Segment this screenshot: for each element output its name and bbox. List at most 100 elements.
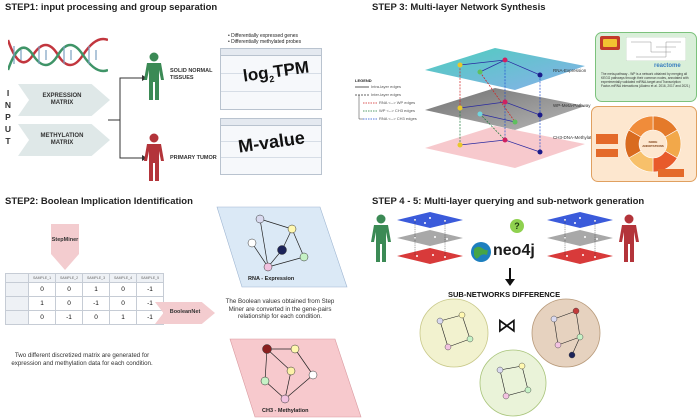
normal-label-l2: TISSUES bbox=[170, 75, 194, 81]
layer-wp-label: WP-Meta-Pathway bbox=[553, 103, 591, 108]
subnetwork-difference bbox=[479, 349, 547, 417]
input-letter: P bbox=[5, 112, 11, 122]
step1-title: STEP1: input processing and group separa… bbox=[5, 2, 218, 13]
primary-tumor-label: PRIMARY TUMOR bbox=[170, 155, 217, 161]
table-cell: 0 bbox=[109, 282, 137, 297]
annotations-donut bbox=[624, 115, 682, 173]
branch-arrows bbox=[108, 75, 147, 161]
table-cell: 0 bbox=[28, 310, 56, 325]
bullet-probes-text: Differentially methylated probes bbox=[231, 39, 302, 45]
diff-bullets: • Differentially expressed genes • Diffe… bbox=[228, 33, 301, 45]
legend-rna-wp: RNA <--> WP edges bbox=[379, 100, 416, 105]
normal-label-l1: SOLID NORMAL bbox=[170, 68, 213, 74]
multilayer-network bbox=[425, 48, 585, 168]
step3-title: STEP 3: Multi-layer Network Synthesis bbox=[372, 2, 546, 13]
table-row: 0 -1 0 1 -1 bbox=[5, 310, 164, 325]
legend-rna-ch3: RNA <--> CH3 edges bbox=[379, 116, 417, 121]
log-prefix: log bbox=[241, 63, 270, 86]
bullet-probes: • Differentially methylated probes bbox=[228, 39, 302, 45]
reactome-logo: reactome bbox=[654, 63, 681, 69]
booleannet-label: BooleanNet bbox=[169, 309, 201, 315]
step45-title: STEP 4 - 5: Multi-layer querying and sub… bbox=[372, 196, 645, 207]
log-suffix: TPM bbox=[272, 57, 311, 82]
stepminer-label: StepMiner bbox=[51, 237, 79, 243]
query-tumor-person-icon bbox=[619, 214, 639, 262]
col-header: SAMPLE_1 bbox=[28, 273, 56, 283]
kegg-logo-icon bbox=[600, 36, 620, 50]
col-header: SAMPLE_5 bbox=[136, 273, 164, 283]
donut-center-label: NODE ANNOTATIONS bbox=[642, 140, 664, 148]
table-cell: -1 bbox=[55, 310, 83, 325]
boolean-matrix: SAMPLE_1 SAMPLE_2 SAMPLE_3 SAMPLE_4 SAMP… bbox=[5, 273, 164, 325]
discretized-matrix-text: Two different discretized matrix are gen… bbox=[11, 352, 153, 367]
step2-title: STEP2: Boolean Implication Identificatio… bbox=[5, 196, 193, 207]
table-cell: 1 bbox=[28, 296, 56, 311]
layer-ch3-label: CH3-DNA-Methylation bbox=[553, 135, 598, 140]
expression-label-l2: MATRIX bbox=[50, 100, 74, 106]
normal-tissue-person-icon bbox=[144, 52, 164, 100]
legend-intra: Intra-layer edges bbox=[371, 84, 402, 89]
table-cell: -1 bbox=[82, 296, 110, 311]
ch3-network-label: CH3 - Methylation bbox=[262, 408, 309, 414]
table-cell: 0 bbox=[109, 296, 137, 311]
primary-tumor-person-icon bbox=[144, 133, 164, 181]
table-row: 0 0 1 0 -1 bbox=[5, 282, 164, 297]
bowtie-join-symbol: ⋈ bbox=[497, 313, 517, 337]
ch3-methylation-network bbox=[229, 338, 362, 418]
expression-label-l1: EXPRESSION bbox=[42, 93, 82, 99]
annotation-box-bottom bbox=[658, 169, 684, 177]
input-letter: T bbox=[5, 136, 11, 146]
meta-pathway-panel: reactome The meta-pathway - WP is a netw… bbox=[595, 32, 697, 102]
neo4j-logo: neo4j bbox=[493, 242, 535, 259]
layer-rna-label: RNA-Expression bbox=[553, 68, 587, 73]
boolean-matrix-header: SAMPLE_1 SAMPLE_2 SAMPLE_3 SAMPLE_4 SAMP… bbox=[5, 273, 164, 283]
dna-helix-icon bbox=[8, 37, 108, 73]
query-multilayer-right bbox=[547, 212, 613, 264]
rna-expression-network bbox=[216, 206, 348, 288]
row-header bbox=[5, 296, 29, 311]
table-cell: 0 bbox=[55, 282, 83, 297]
subnetwork-normal bbox=[419, 298, 489, 368]
methylation-label-l2: MATRIX bbox=[50, 140, 74, 146]
table-cell: 0 bbox=[82, 310, 110, 325]
legend-lines bbox=[355, 86, 377, 120]
node-annotations-panel: NODE ANNOTATIONS bbox=[591, 106, 697, 182]
question-bubble: ? bbox=[510, 219, 524, 233]
row-header bbox=[5, 282, 29, 297]
row-header bbox=[5, 310, 29, 325]
annotation-box-left bbox=[596, 134, 618, 144]
normal-matrix bbox=[220, 48, 322, 110]
down-arrow-icon bbox=[505, 268, 515, 286]
stepminer-arrow-shape bbox=[51, 224, 79, 270]
legend-title: LEGEND bbox=[355, 78, 372, 83]
bullet-genes-text: Differentially expressed genes bbox=[231, 33, 299, 39]
table-cell: -1 bbox=[136, 282, 164, 297]
query-normal-person-icon bbox=[371, 214, 391, 262]
table-cell: 1 bbox=[82, 282, 110, 297]
annotation-box-left2 bbox=[596, 149, 618, 157]
corner-cell bbox=[5, 273, 29, 283]
table-cell: 0 bbox=[28, 282, 56, 297]
legend-wp-ch3: WP <--> CH3 edges bbox=[379, 108, 415, 113]
col-header: SAMPLE_2 bbox=[55, 273, 83, 283]
methylation-label-l1: METHYLATION bbox=[40, 133, 84, 139]
col-header: SAMPLE_3 bbox=[82, 273, 110, 283]
boolean-conversion-text: The Boolean values obtained from Step Mi… bbox=[225, 298, 335, 320]
neo4j-globe-icon bbox=[471, 242, 491, 262]
table-cell: 1 bbox=[109, 310, 137, 325]
input-letter: U bbox=[4, 124, 12, 134]
bullet-genes: • Differentially expressed genes bbox=[228, 33, 299, 39]
meta-pathway-text: The meta-pathway - WP is a network obtai… bbox=[601, 72, 690, 88]
pathway-map-icon bbox=[626, 37, 686, 61]
stepminer-arrow: StepMiner bbox=[48, 224, 82, 270]
input-letter: N bbox=[4, 100, 12, 110]
tumor-matrix bbox=[220, 118, 322, 175]
table-cell: 0 bbox=[55, 296, 83, 311]
table-row: 1 0 -1 0 -1 bbox=[5, 296, 164, 311]
legend: LEGEND Intra-layer edges Inter-layer edg… bbox=[355, 78, 417, 127]
subnetworks-title: SUB-NETWORKS DIFFERENCE bbox=[448, 290, 561, 299]
query-multilayer-left bbox=[397, 212, 463, 264]
